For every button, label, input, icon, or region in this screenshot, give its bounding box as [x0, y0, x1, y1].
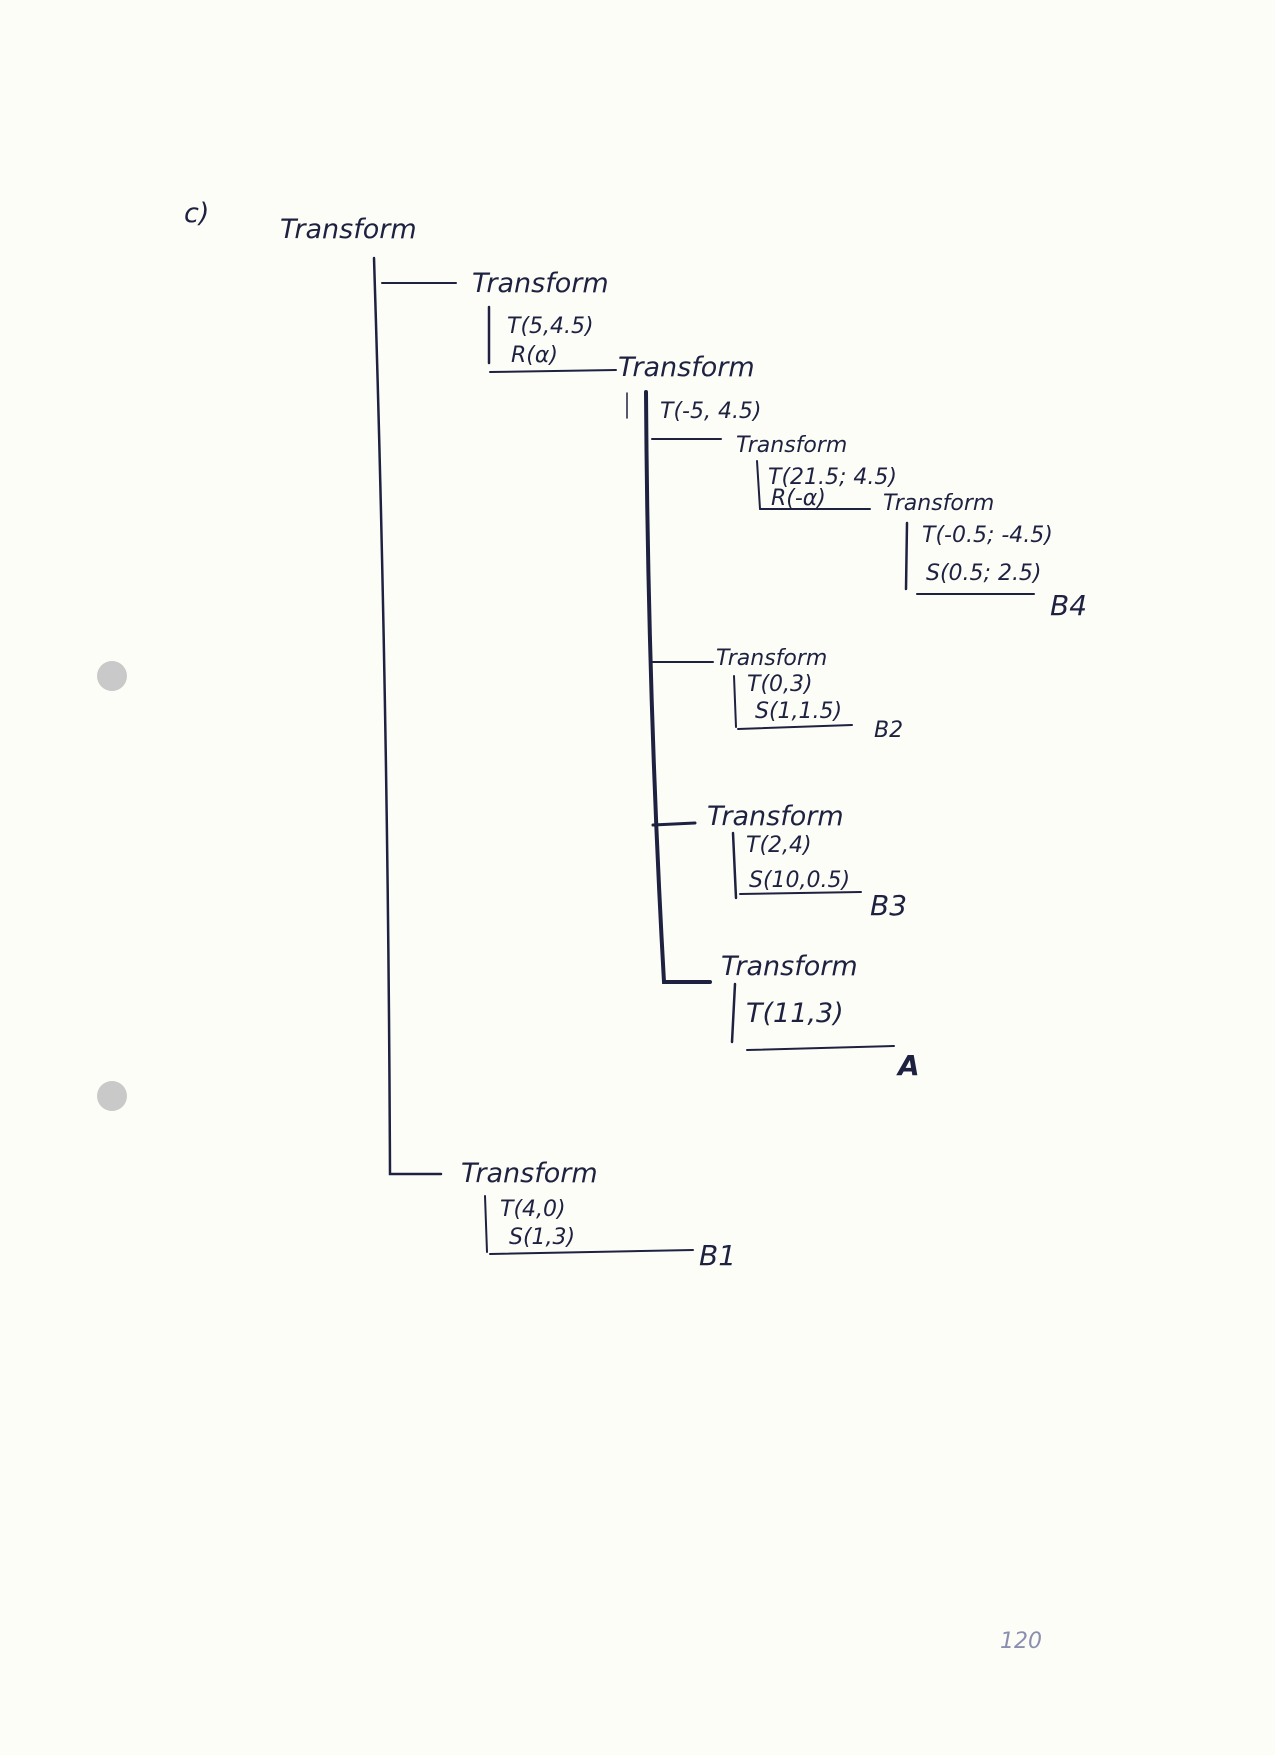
node-transform: Transform [721, 951, 858, 982]
edge [644, 390, 712, 984]
op-translate: T(-5, 4.5) [660, 399, 762, 424]
node-transform: Transform [618, 352, 755, 383]
edge [737, 724, 853, 730]
punch-hole [97, 1081, 127, 1111]
op-bracket [733, 675, 737, 728]
root-node: Transform [280, 214, 417, 245]
page-number: 120 [1000, 1629, 1042, 1654]
edge [489, 1249, 694, 1255]
op-bracket [904, 521, 909, 591]
op-rotate: R(α) [511, 343, 558, 368]
op-translate: T(11,3) [746, 998, 844, 1029]
leaf-b1: B1 [699, 1239, 736, 1272]
edge [746, 1045, 895, 1051]
leaf-b2: B2 [874, 718, 903, 743]
op-scale: S(10,0.5) [749, 868, 850, 893]
leaf-b4: B4 [1050, 589, 1087, 622]
edge [489, 369, 617, 373]
leaf-b3: B3 [870, 889, 907, 922]
leaf-a: A [896, 1049, 920, 1082]
root-edge [372, 256, 443, 1176]
op-scale: S(1,1.5) [755, 699, 842, 724]
op-translate: T(-0.5; -4.5) [922, 523, 1053, 548]
op-scale: S(1,3) [509, 1225, 575, 1250]
op-bracket [730, 982, 737, 1044]
op-bracket [731, 831, 738, 900]
op-bracket [484, 1195, 488, 1253]
node-transform: Transform [736, 433, 847, 458]
op-rotate: R(-α) [771, 486, 826, 511]
node-transform: Transform [472, 268, 609, 299]
node-transform: Transform [461, 1158, 598, 1189]
op-translate: T(4,0) [500, 1197, 566, 1222]
op-scale: S(0.5; 2.5) [926, 561, 1042, 586]
op-translate: T(0,3) [747, 672, 813, 697]
punch-hole [97, 661, 127, 691]
node-transform: Transform [716, 646, 827, 671]
op-translate: T(21.5; 4.5) [768, 465, 897, 490]
node-transform: Transform [707, 801, 844, 832]
node-transform: Transform [883, 491, 994, 516]
edge [739, 891, 862, 895]
op-bracket [756, 460, 761, 510]
op-translate: T(5,4.5) [507, 314, 594, 339]
edge [651, 821, 697, 827]
section-label: c) [184, 198, 209, 229]
op-translate: T(2,4) [746, 833, 812, 858]
